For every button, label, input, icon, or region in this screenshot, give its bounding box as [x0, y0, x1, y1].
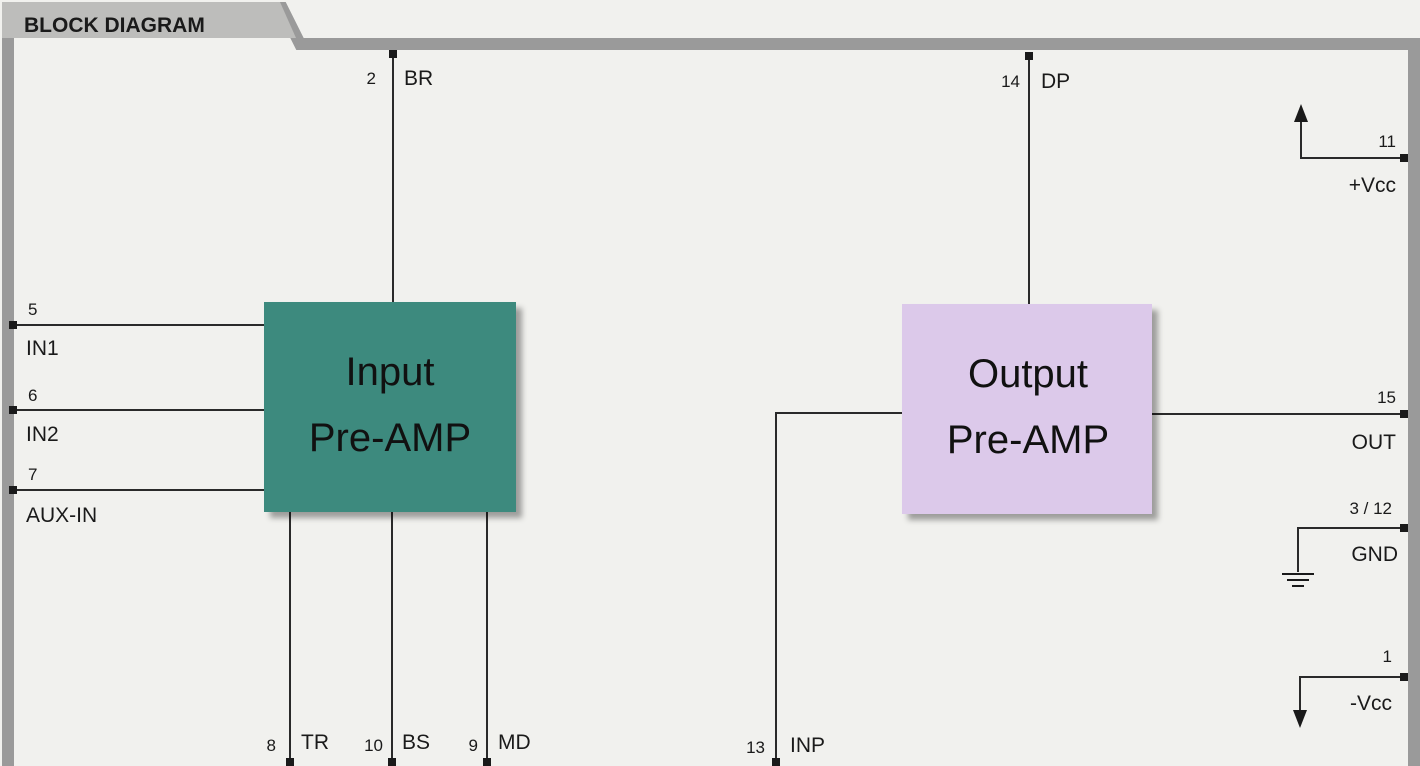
pin-dot-br [389, 50, 397, 58]
input-block-line1: Input [346, 350, 435, 394]
input-preamp-block: Input Pre-AMP [264, 302, 516, 512]
pin-dot-vcc-pos [1400, 154, 1408, 162]
pin-num-tr: 8 [267, 736, 276, 755]
pin-name-in1: IN1 [26, 337, 59, 360]
pin-dot-in2 [9, 406, 17, 414]
wire-gnd [1297, 527, 1404, 572]
pin-num-bs: 10 [364, 736, 383, 755]
vcc-neg-arrow-icon [1293, 710, 1307, 728]
pin-dot-bs [388, 758, 396, 766]
ground-icon [1282, 573, 1314, 587]
pin-name-aux-in: AUX-IN [26, 504, 97, 527]
pin-dot-vcc-neg [1400, 673, 1408, 681]
pin-num-aux-in: 7 [28, 465, 37, 484]
vcc-pos-arrow-icon [1294, 104, 1308, 122]
pin-num-vcc-neg: 1 [1383, 647, 1392, 666]
pin-num-inp: 13 [746, 738, 765, 757]
wire-inp [775, 412, 904, 762]
pin-dot-in1 [9, 321, 17, 329]
pin-dot-inp [772, 758, 780, 766]
title-tab-fill [2, 2, 296, 38]
pin-num-gnd: 3 / 12 [1349, 499, 1392, 518]
pin-dot-out [1400, 410, 1408, 418]
pin-name-tr: TR [301, 731, 329, 754]
pin-name-out: OUT [1352, 431, 1397, 454]
pin-num-in2: 6 [28, 386, 37, 405]
pin-num-in1: 5 [28, 300, 37, 319]
pin-num-md: 9 [469, 736, 478, 755]
wires [12, 54, 1404, 762]
pin-name-bs: BS [402, 731, 430, 754]
pin-num-out: 15 [1377, 388, 1396, 407]
pin-name-md: MD [498, 731, 531, 754]
wire-vcc-neg [1299, 676, 1404, 712]
wire-vcc-pos [1300, 120, 1404, 159]
pin-num-vcc-pos: 11 [1378, 132, 1396, 151]
pin-dot-md [483, 758, 491, 766]
pin-dot-tr [286, 758, 294, 766]
input-preamp-box [264, 302, 516, 512]
pin-labels: 2 BR 14 DP 11 +Vcc 5 IN1 6 IN2 7 AUX-IN … [26, 67, 1398, 757]
output-preamp-block: Output Pre-AMP [902, 304, 1152, 514]
output-block-line1: Output [968, 352, 1088, 396]
pin-dots [9, 50, 1408, 766]
pin-name-vcc-neg: -Vcc [1350, 692, 1392, 715]
pin-name-inp: INP [790, 734, 825, 757]
output-preamp-box [902, 304, 1152, 514]
pin-name-br: BR [404, 67, 433, 90]
pin-name-vcc-pos: +Vcc [1349, 174, 1396, 197]
input-block-line2: Pre-AMP [309, 416, 471, 460]
output-block-line2: Pre-AMP [947, 418, 1109, 462]
pin-name-gnd: GND [1351, 543, 1398, 566]
pin-dot-aux-in [9, 486, 17, 494]
pin-dot-gnd [1400, 524, 1408, 532]
diagram-title: BLOCK DIAGRAM [24, 14, 205, 37]
pin-num-dp: 14 [1001, 72, 1020, 91]
pin-name-in2: IN2 [26, 423, 59, 446]
pin-num-br: 2 [367, 69, 376, 88]
pin-dot-dp [1025, 52, 1033, 60]
pin-name-dp: DP [1041, 70, 1070, 93]
